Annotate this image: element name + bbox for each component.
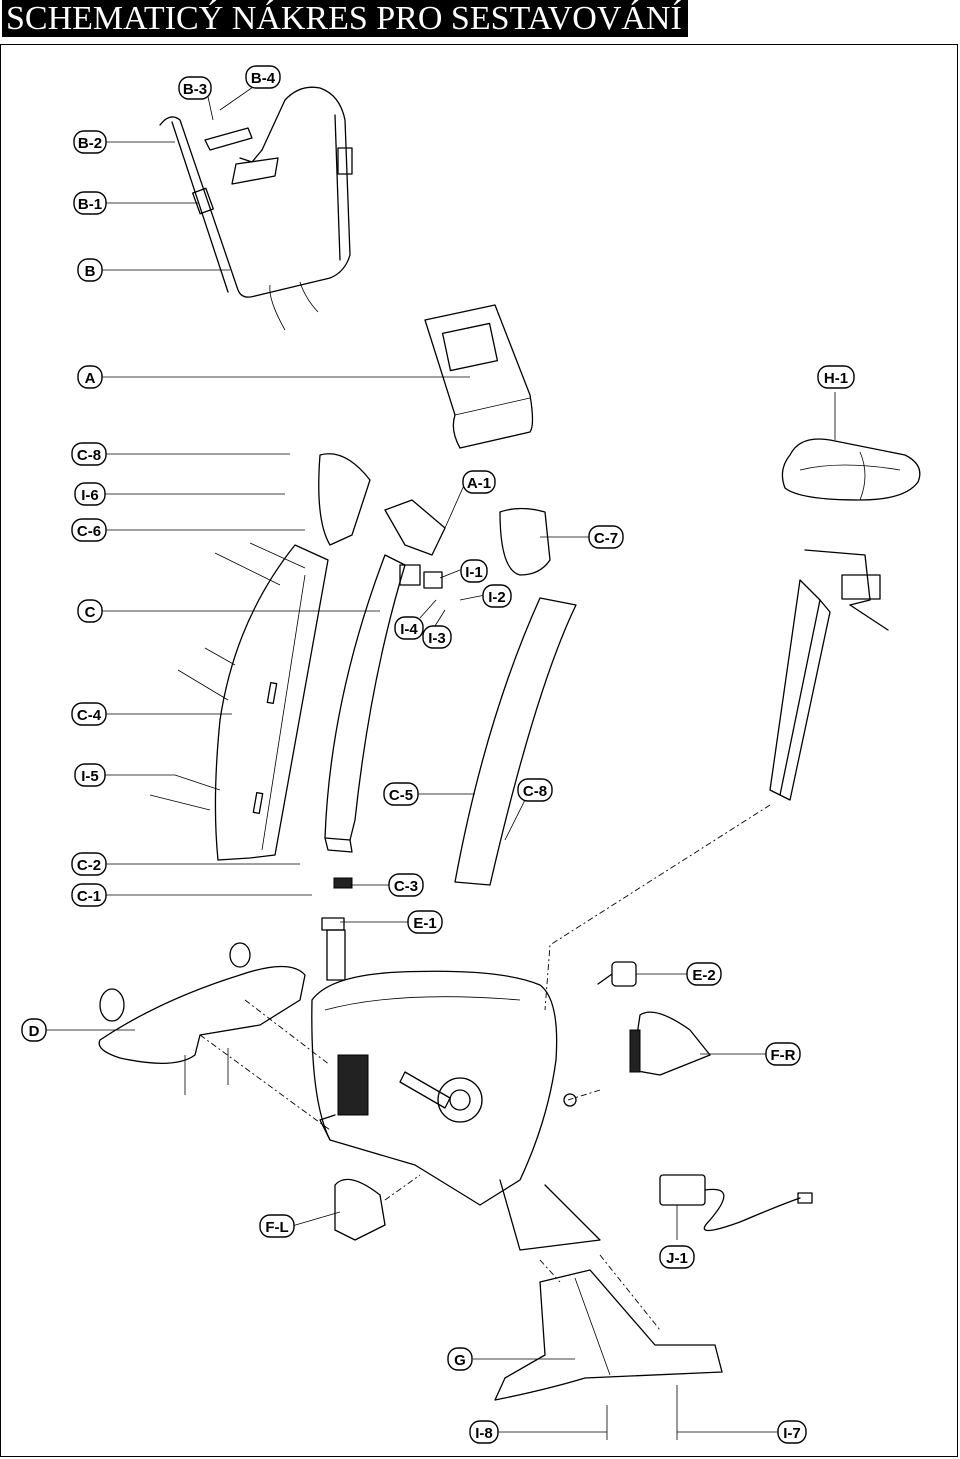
part-label-text: C-8 xyxy=(77,447,101,464)
main-tube-part xyxy=(324,554,406,853)
label-I6: I-6 xyxy=(74,482,106,506)
top-cover-part xyxy=(318,453,371,546)
label-C4: C-4 xyxy=(71,702,107,726)
sensor-part xyxy=(321,564,443,981)
part-label-text: C-7 xyxy=(594,530,618,547)
part-label-text: B-4 xyxy=(251,70,276,87)
leader-lines xyxy=(46,79,836,1433)
part-label-text: I-1 xyxy=(465,564,483,581)
right-pedal-part xyxy=(629,1011,711,1076)
part-label-text: C-1 xyxy=(77,888,101,905)
label-B2: B-2 xyxy=(73,130,107,154)
label-C1: C-1 xyxy=(71,883,107,907)
label-H1: H-1 xyxy=(817,365,855,389)
label-D: D xyxy=(21,1018,47,1042)
front-stabilizer-part xyxy=(98,942,306,1064)
bolts-part xyxy=(149,542,678,1440)
label-I4: I-4 xyxy=(394,616,424,640)
part-label-text: E-1 xyxy=(413,915,436,932)
label-B4: B-4 xyxy=(245,65,281,89)
part-label-text: I-6 xyxy=(81,487,99,504)
part-label-text: E-2 xyxy=(692,967,715,984)
power-adapter-part xyxy=(659,1174,813,1232)
label-FR: F-R xyxy=(765,1042,801,1066)
label-I8: I-8 xyxy=(469,1420,499,1444)
diagram-title: SCHEMATICÝ NÁKRES PRO SESTAVOVÁNÍ xyxy=(2,0,688,37)
part-label-text: I-4 xyxy=(400,621,418,638)
label-FL: F-L xyxy=(259,1214,295,1238)
part-label-text: H-1 xyxy=(824,370,848,387)
part-label-text: C-4 xyxy=(77,707,102,724)
part-label-text: B-1 xyxy=(78,196,102,213)
part-label-text: I-5 xyxy=(81,768,99,785)
rear-cover-part xyxy=(499,507,551,576)
side-cover-part xyxy=(454,597,577,886)
part-label-text: I-3 xyxy=(428,630,446,647)
label-C7: C-7 xyxy=(588,525,624,549)
label-E2: E-2 xyxy=(686,962,722,986)
label-C3: C-3 xyxy=(388,873,424,897)
part-label-text: F-R xyxy=(771,1047,796,1064)
label-I1: I-1 xyxy=(460,559,488,583)
part-label-text: I-8 xyxy=(475,1425,493,1442)
label-C: C xyxy=(77,599,103,623)
console-part xyxy=(424,304,534,449)
part-label-text: I-2 xyxy=(488,589,506,606)
console-bracket-part xyxy=(384,499,446,556)
label-C5: C-5 xyxy=(383,782,419,806)
part-label-text: C-6 xyxy=(77,523,101,540)
rear-stabilizer-part xyxy=(494,1269,723,1401)
part-label-text: I-7 xyxy=(783,1425,801,1442)
part-label-text: D xyxy=(29,1023,40,1040)
label-C8a: C-8 xyxy=(71,442,107,466)
part-label-text: B xyxy=(85,263,96,280)
label-I3: I-3 xyxy=(422,625,452,649)
handlebar-part xyxy=(159,86,353,331)
label-C2: C-2 xyxy=(71,852,107,876)
assembly-guides xyxy=(199,804,771,1331)
saddle-part xyxy=(781,438,921,501)
part-label-text: C xyxy=(85,604,96,621)
part-label-text: G xyxy=(454,1352,466,1369)
label-G: G xyxy=(447,1347,473,1371)
part-label-text: J-1 xyxy=(666,1250,688,1267)
part-label-text: F-L xyxy=(265,1219,288,1236)
label-B: B xyxy=(77,258,103,282)
label-B1: B-1 xyxy=(73,191,107,215)
label-I5: I-5 xyxy=(74,763,106,787)
tension-knob-part xyxy=(597,961,637,987)
front-cover-part xyxy=(214,544,329,861)
part-label-text: B-2 xyxy=(78,135,102,152)
part-label-text: B-3 xyxy=(183,81,207,98)
part-label-text: A xyxy=(85,370,96,387)
part-label-text: C-5 xyxy=(389,787,413,804)
label-A1: A-1 xyxy=(462,470,496,494)
label-I7: I-7 xyxy=(777,1420,807,1444)
seat-post-part xyxy=(769,549,889,801)
part-label-text: C-8 xyxy=(523,783,547,800)
diagram-frame xyxy=(0,44,958,1457)
label-C6: C-6 xyxy=(71,518,107,542)
label-I2: I-2 xyxy=(482,584,512,608)
part-label-text: C-3 xyxy=(394,878,418,895)
label-C8b: C-8 xyxy=(517,778,553,802)
label-A: A xyxy=(77,365,103,389)
label-B3: B-3 xyxy=(178,76,212,100)
main-frame-part xyxy=(311,970,601,1251)
left-pedal-part xyxy=(334,1178,386,1241)
part-label-text: C-2 xyxy=(77,857,101,874)
label-E1: E-1 xyxy=(407,910,443,934)
label-J1: J-1 xyxy=(659,1245,695,1269)
part-label-text: A-1 xyxy=(467,475,491,492)
